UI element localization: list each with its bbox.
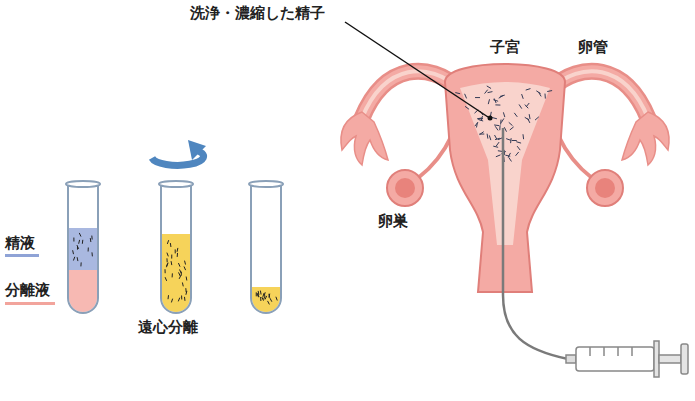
catheter: [503, 128, 568, 359]
leader-line: [345, 22, 493, 121]
uterine-cavity: [460, 82, 550, 245]
uterus: [445, 64, 565, 292]
label: 洗浄・濃縮した精子: [190, 4, 325, 22]
syringe: [566, 341, 688, 377]
label: 精液: [5, 234, 35, 252]
label: 卵管: [578, 38, 608, 56]
tube-liquid: [69, 228, 280, 312]
label: 子宮: [490, 38, 520, 56]
rotation-arrow: [152, 140, 206, 165]
label: 卵巣: [378, 212, 408, 230]
test-tube: [66, 181, 283, 313]
semen-mark: [5, 254, 39, 257]
sperm: [73, 233, 278, 304]
label: 遠心分離: [138, 318, 198, 336]
label: 分離液: [5, 281, 50, 299]
medium-mark: [5, 302, 55, 305]
